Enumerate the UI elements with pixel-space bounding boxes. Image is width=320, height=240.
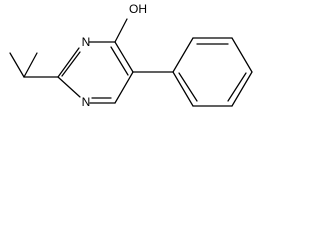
ring-double-bond-c2-n3-inner bbox=[61, 51, 81, 77]
hydroxyl-bond bbox=[114, 18, 128, 43]
phenyl-group bbox=[132, 37, 253, 107]
isopropyl-left-methyl-bond bbox=[9, 52, 25, 78]
molecule-diagram: OH N N bbox=[9, 2, 253, 109]
isopropyl-right-methyl-bond bbox=[23, 52, 38, 78]
ring-double-bond-c4-c5-inner bbox=[110, 46, 129, 76]
phenyl-bond-4 bbox=[231, 71, 253, 107]
phenyl-bond-3 bbox=[231, 37, 253, 73]
ring-bond-c5-c6 bbox=[114, 71, 134, 104]
ring-bond-c4-c5 bbox=[114, 41, 134, 73]
phenyl-bond-6 bbox=[172, 71, 194, 107]
nitrogen-upper-label: N bbox=[82, 35, 91, 49]
pyrimidine-ring bbox=[57, 41, 134, 104]
phenyl-inner-double-bond-left bbox=[178, 72, 198, 102]
nitrogen-lower-label: N bbox=[82, 95, 91, 109]
isopropyl-group bbox=[9, 52, 59, 78]
structure-canvas: OH N N bbox=[0, 0, 267, 120]
phenyl-bond-1 bbox=[172, 37, 194, 73]
ring-bond-n1-c2 bbox=[57, 76, 81, 98]
ring-bond-c2-n3 bbox=[57, 47, 80, 78]
phenyl-inner-double-bond-right bbox=[227, 72, 247, 102]
hydroxyl-label: OH bbox=[129, 2, 147, 16]
